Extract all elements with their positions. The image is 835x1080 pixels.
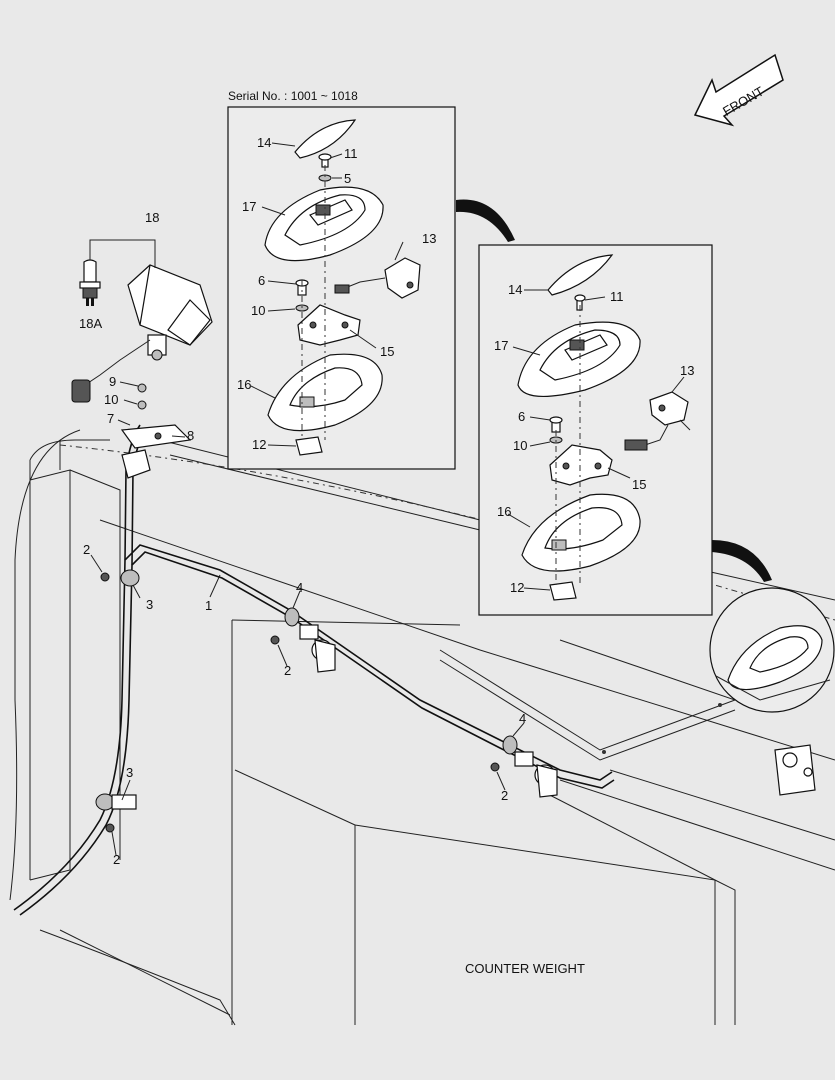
label-11-right: 11 [610, 289, 624, 304]
label-17-right: 17 [494, 338, 508, 353]
label-10-left: 10 [251, 303, 265, 318]
label-16-right: 16 [497, 504, 511, 519]
detail-inset-left [227, 106, 456, 470]
label-4-b: 4 [519, 711, 526, 726]
label-17-left: 17 [242, 199, 256, 214]
serial-caption: Serial No. : 1001 ~ 1018 [228, 89, 358, 103]
label-6-left: 6 [258, 273, 265, 288]
label-8: 8 [187, 428, 194, 443]
counterweight-label: COUNTER WEIGHT [465, 961, 585, 976]
label-10-main: 10 [104, 392, 118, 407]
label-11-left: 11 [344, 146, 358, 161]
label-2-c: 2 [501, 788, 508, 803]
front-direction-arrow: FRONT [693, 53, 784, 127]
callout-arrows [456, 199, 772, 582]
label-13-right: 13 [680, 363, 694, 378]
machine-body [9, 429, 835, 1026]
label-2-a: 2 [83, 542, 90, 557]
part-labels: 14 11 5 17 13 6 10 15 16 12 14 11 17 13 … [79, 135, 694, 867]
label-5: 5 [344, 171, 351, 186]
label-13-left: 13 [422, 231, 436, 246]
label-12-left: 12 [252, 437, 266, 452]
label-18a: 18A [79, 316, 102, 331]
clamps [95, 569, 558, 833]
label-3-b: 3 [126, 765, 133, 780]
label-10-right: 10 [513, 438, 527, 453]
label-14-right: 14 [508, 282, 522, 297]
label-1: 1 [205, 598, 212, 613]
label-2-b: 2 [284, 663, 291, 678]
label-4-a: 4 [296, 580, 303, 595]
leader-lines [90, 142, 685, 856]
lamp-bulb [79, 259, 101, 306]
label-18: 18 [145, 210, 159, 225]
detail-inset-right [478, 244, 713, 616]
label-14-left: 14 [257, 135, 271, 150]
label-3-a: 3 [146, 597, 153, 612]
label-15-right: 15 [632, 477, 646, 492]
lamp-location-circle [709, 587, 835, 713]
label-16-left: 16 [237, 377, 251, 392]
label-7: 7 [107, 411, 114, 426]
label-12-right: 12 [510, 580, 524, 595]
work-lamp [71, 239, 213, 479]
label-15-left: 15 [380, 344, 394, 359]
label-2-d: 2 [113, 852, 120, 867]
label-9: 9 [109, 374, 116, 389]
label-6-right: 6 [518, 409, 525, 424]
